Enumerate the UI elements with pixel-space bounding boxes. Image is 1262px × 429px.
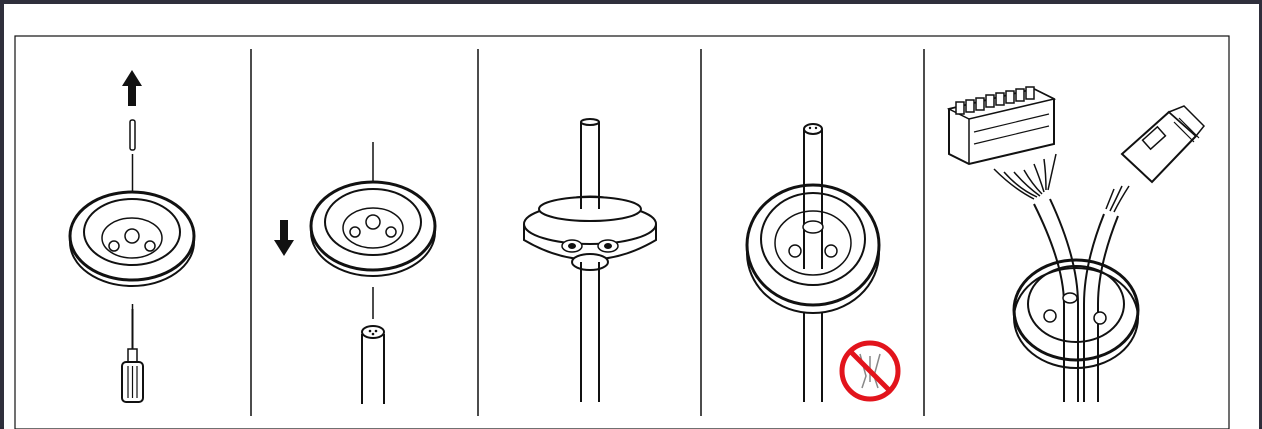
grommet-icon: [68, 190, 196, 288]
screw-icon: [129, 119, 136, 151]
panel-3-side-view: [523, 118, 657, 402]
diagram-border: [14, 35, 1230, 429]
panel-2-insert-cable: [274, 142, 437, 404]
panel-5-connectors: [946, 86, 1206, 402]
grommet-icon: [1012, 258, 1140, 369]
cable-icon: [361, 325, 385, 404]
panel-4-warning: [745, 123, 901, 402]
rj45-connector-icon: [1120, 105, 1206, 184]
down-arrow-icon: [274, 220, 294, 256]
installation-diagram: [14, 35, 1230, 429]
instruction-sheet: [4, 4, 1259, 429]
grommet-icon: [309, 180, 437, 278]
prohibition-icon: [839, 340, 901, 402]
panel-1-remove-screw: [68, 70, 196, 403]
panel-dividers: [250, 49, 925, 416]
up-arrow-icon: [122, 70, 142, 106]
terminal-block-icon: [946, 86, 1057, 166]
grommet-icon: [745, 129, 881, 314]
grommet-side-icon: [523, 192, 657, 274]
screwdriver-icon: [121, 309, 144, 403]
wires-icon: [993, 153, 1130, 213]
